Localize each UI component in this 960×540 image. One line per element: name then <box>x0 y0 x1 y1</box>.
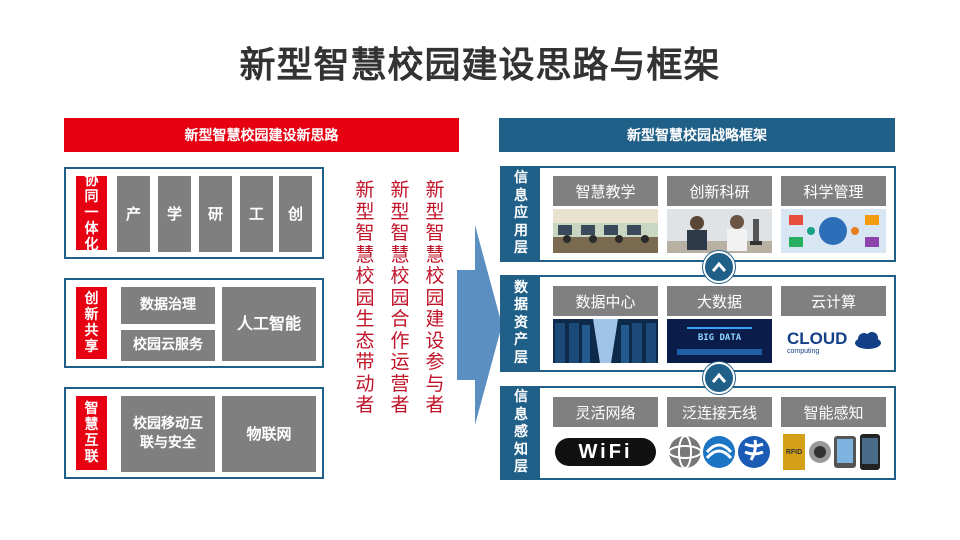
carrier-logos-image <box>667 430 772 474</box>
item-ai: 人工智能 <box>222 287 316 361</box>
panel-title: 科学管理 <box>781 176 886 206</box>
lab-image <box>667 209 772 253</box>
item-yan: 研 <box>199 176 232 252</box>
group-label: 智慧互联 <box>76 396 107 470</box>
panel-scientific-management: 科学管理 <box>781 176 886 253</box>
panel-innovative-research: 创新科研 <box>667 176 772 253</box>
group-collaboration: 协同一体化 产 学 研 工 创 <box>64 167 324 259</box>
panel-title: 创新科研 <box>667 176 772 206</box>
rfid-text: RFID <box>783 434 805 470</box>
sensing-devices-image: RFID <box>781 430 886 474</box>
server-room-image <box>553 319 658 363</box>
role-participant: 新型智慧校园建设参与者 <box>425 179 445 416</box>
group-label: 创新共享 <box>76 287 107 359</box>
cloud-sub-text: computing <box>787 348 820 355</box>
classroom-image <box>553 209 658 253</box>
item-xue: 学 <box>158 176 191 252</box>
right-arrow-icon <box>457 225 502 425</box>
panel-data-center: 数据中心 <box>553 286 658 363</box>
layer-perception: 信息感知层 灵活网络 WiFi 泛连接无线 智能感知 RFID <box>500 386 896 480</box>
wifi-text: WiFi <box>555 438 656 466</box>
panel-smart-sensing: 智能感知 RFID <box>781 397 886 474</box>
panel-big-data: 大数据 BIG DATA <box>667 286 772 363</box>
panel-title: 智能感知 <box>781 397 886 427</box>
left-header: 新型智慧校园建设新思路 <box>64 118 459 152</box>
layer-application: 信息应用层 智慧教学 创新科研 <box>500 166 896 262</box>
panel-smart-teaching: 智慧教学 <box>553 176 658 253</box>
management-icons-image <box>781 209 886 253</box>
cloud-text: CLOUD <box>787 329 848 348</box>
layer-label: 信息应用层 <box>502 168 540 260</box>
role-operator: 新型智慧校园合作运营者 <box>390 179 410 416</box>
item-iot: 物联网 <box>222 396 316 472</box>
item-gong: 工 <box>240 176 273 252</box>
item-campus-cloud: 校园云服务 <box>121 330 215 361</box>
panel-title: 大数据 <box>667 286 772 316</box>
chevron-up-icon <box>703 362 735 394</box>
big-data-image: BIG DATA <box>667 319 772 363</box>
group-interconnect: 智慧互联 校园移动互联与安全 物联网 <box>64 387 324 479</box>
layer-label: 信息感知层 <box>502 388 540 478</box>
group-innovation: 创新共享 数据治理 校园云服务 人工智能 <box>64 278 324 368</box>
layer-label: 数据资产层 <box>502 277 540 370</box>
panel-flexible-network: 灵活网络 WiFi <box>553 397 658 474</box>
page-title: 新型智慧校园建设思路与框架 <box>239 45 721 86</box>
panel-cloud-computing: 云计算 CLOUD computing <box>781 286 886 363</box>
cloud-icon <box>855 332 881 349</box>
wifi-logo-image: WiFi <box>553 430 658 474</box>
panel-title: 智慧教学 <box>553 176 658 206</box>
panel-title: 云计算 <box>781 286 886 316</box>
cloud-logo-image: CLOUD computing <box>781 319 886 363</box>
group-label: 协同一体化 <box>76 173 107 253</box>
panel-title: 数据中心 <box>553 286 658 316</box>
panel-title: 灵活网络 <box>553 397 658 427</box>
chevron-up-icon <box>703 251 735 283</box>
item-chuang: 创 <box>279 176 312 252</box>
role-driver: 新型智慧校园生态带动者 <box>355 179 375 416</box>
big-data-text: BIG DATA <box>697 333 742 343</box>
layer-data-assets: 数据资产层 数据中心 大数据 BIG DATA <box>500 275 896 372</box>
panel-ubiquitous-wireless: 泛连接无线 <box>667 397 772 474</box>
item-data-governance: 数据治理 <box>121 287 215 324</box>
item-mobile-security: 校园移动互联与安全 <box>121 396 215 472</box>
right-header: 新型智慧校园战略框架 <box>499 118 895 152</box>
panel-title: 泛连接无线 <box>667 397 772 427</box>
item-chan: 产 <box>117 176 150 252</box>
